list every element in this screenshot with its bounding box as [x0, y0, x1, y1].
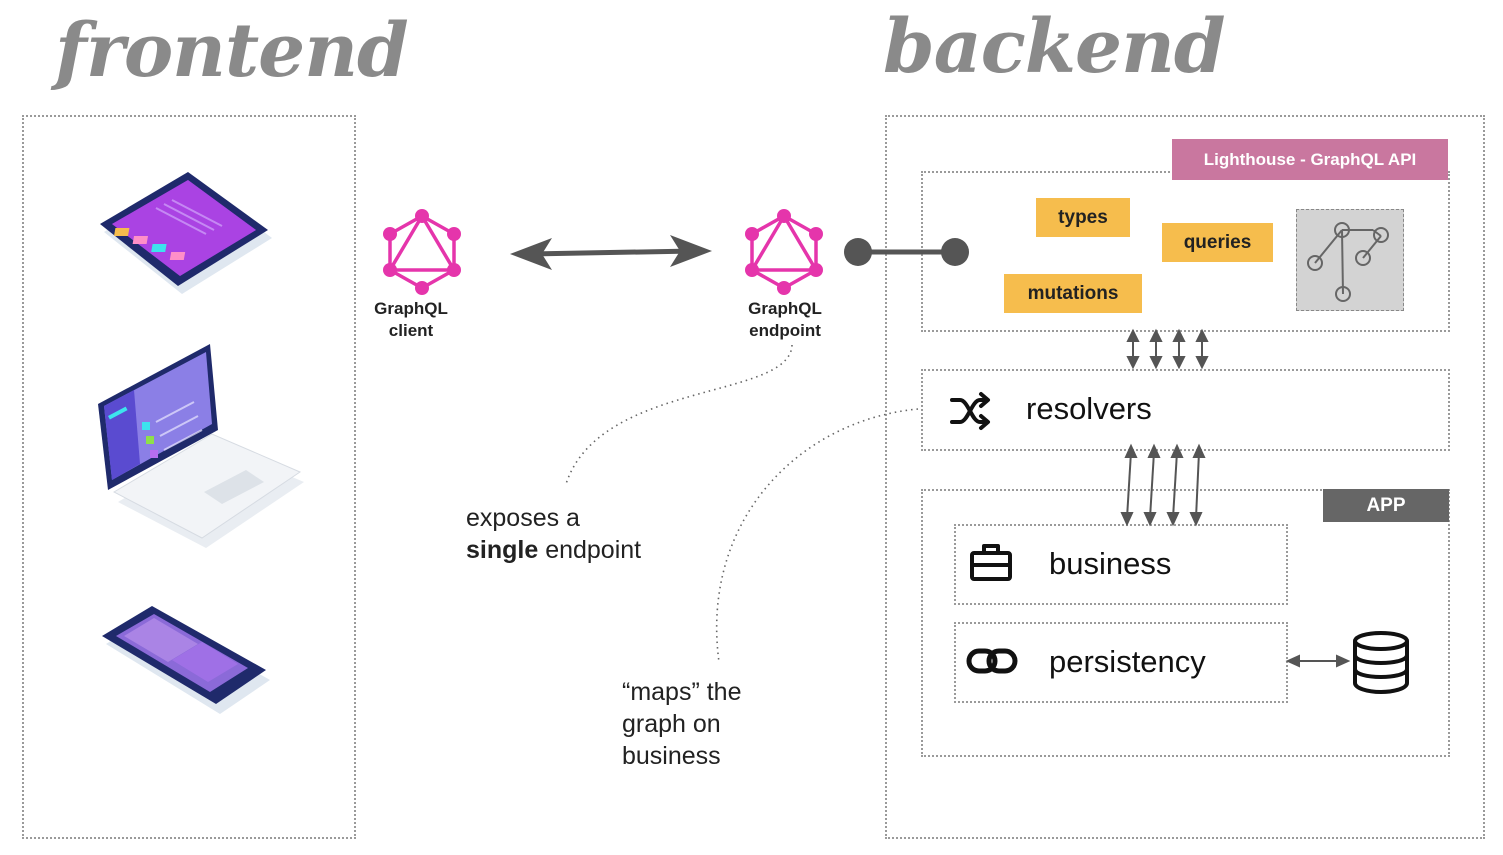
endpoint-note-line1: exposes a — [466, 504, 580, 532]
link-icon — [966, 646, 1018, 678]
graphql-client-line2: client — [388, 321, 434, 340]
frontend-container — [22, 115, 356, 839]
maps-note-line3: business — [622, 742, 721, 770]
backend-title: backend — [883, 4, 1226, 90]
resolvers-label: resolvers — [1026, 391, 1152, 426]
resolvers-note-callout — [715, 408, 919, 663]
laptop-illustration — [94, 342, 306, 552]
frontend-title: frontend — [55, 8, 409, 94]
graphql-endpoint-label: GraphQL endpoint — [730, 298, 840, 342]
graphql-endpoint-line2: endpoint — [749, 321, 821, 340]
app-box — [921, 489, 1450, 757]
business-box — [954, 524, 1288, 605]
database-icon — [1350, 630, 1412, 695]
persistency-box — [954, 622, 1288, 703]
graphql-client-logo-icon — [383, 208, 461, 296]
endpoint-note-line2: single endpoint — [466, 534, 641, 566]
persistency-label: persistency — [1049, 644, 1206, 679]
resolvers-box — [921, 369, 1450, 451]
graphql-client-line1: GraphQL — [374, 299, 448, 318]
maps-note: “maps” the graph on business — [622, 676, 741, 772]
phone-illustration — [98, 600, 274, 720]
maps-note-line2: graph on — [622, 710, 721, 738]
graphql-endpoint-line1: GraphQL — [748, 299, 822, 318]
endpoint-note: exposes a single endpoint — [466, 502, 641, 566]
types-tag: types — [1036, 198, 1130, 237]
business-label: business — [1049, 546, 1172, 581]
client-endpoint-arrow — [510, 235, 712, 270]
endpoint-note-rest: endpoint — [538, 536, 642, 564]
backend-container — [885, 115, 1485, 839]
api-resolvers-arrows — [1126, 328, 1209, 370]
persistency-database-arrow — [1285, 654, 1351, 668]
tablet-illustration — [96, 168, 276, 303]
endpoint-note-callout — [565, 344, 793, 485]
app-header: APP — [1323, 489, 1449, 522]
lighthouse-api-header: Lighthouse - GraphQL API — [1172, 139, 1448, 180]
shuffle-icon — [950, 391, 992, 431]
graphql-endpoint-logo-icon — [745, 208, 823, 296]
maps-note-line1: “maps” the — [622, 678, 742, 706]
mutations-tag: mutations — [1004, 274, 1142, 313]
queries-tag: queries — [1162, 223, 1273, 262]
endpoint-backend-connector — [844, 238, 969, 266]
graph-icon — [1296, 209, 1404, 311]
graphql-client-label: GraphQL client — [356, 298, 466, 342]
endpoint-note-bold: single — [466, 536, 539, 564]
briefcase-icon — [968, 541, 1014, 583]
resolvers-business-arrows — [1120, 443, 1206, 527]
